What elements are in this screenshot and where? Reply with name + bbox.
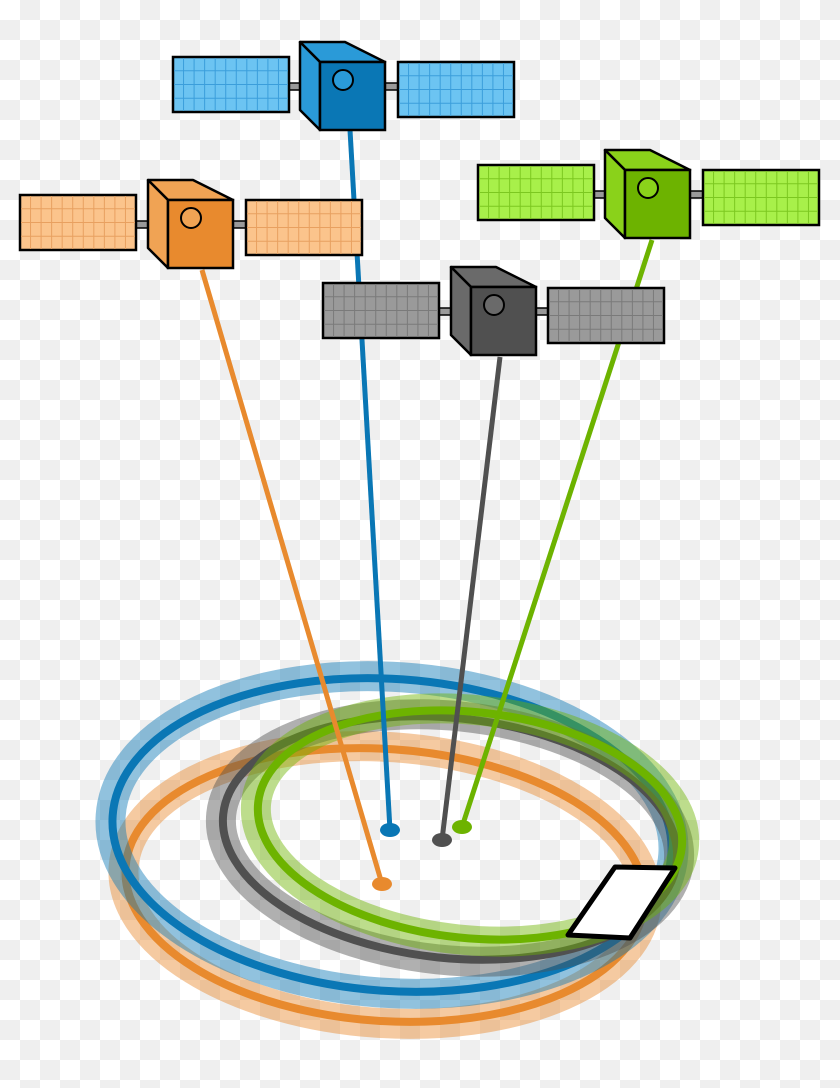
orbit-rings [95, 661, 700, 1039]
satellites [18, 40, 821, 357]
blue-satellite-icon [171, 40, 516, 132]
green-orbit-ring [240, 693, 700, 957]
satellite-antenna-icon [180, 207, 202, 229]
receiver-device [565, 864, 678, 941]
satellite-body-front [469, 285, 538, 357]
green-signal-endpoint [452, 820, 472, 834]
orange-satellite-icon [18, 178, 364, 270]
satellite-body-front [166, 198, 235, 270]
blue-signal-endpoint [380, 823, 400, 837]
satellite-antenna-icon [332, 69, 354, 91]
gray-satellite-icon [321, 265, 666, 357]
satellite-antenna-icon [637, 177, 659, 199]
blue-ring-line [108, 674, 676, 996]
orange-signal-endpoint [372, 877, 392, 891]
green-satellite-icon [476, 148, 821, 240]
phone-receiver-icon [565, 864, 678, 941]
gray-signal-line [439, 356, 503, 841]
gray-signal-endpoint [432, 833, 452, 847]
satellite-body-front [623, 168, 692, 240]
orange-signal-line [199, 269, 385, 885]
satellite-antenna-icon [483, 294, 505, 316]
satellite-body-front [318, 60, 387, 132]
green-ring-line [253, 706, 687, 944]
